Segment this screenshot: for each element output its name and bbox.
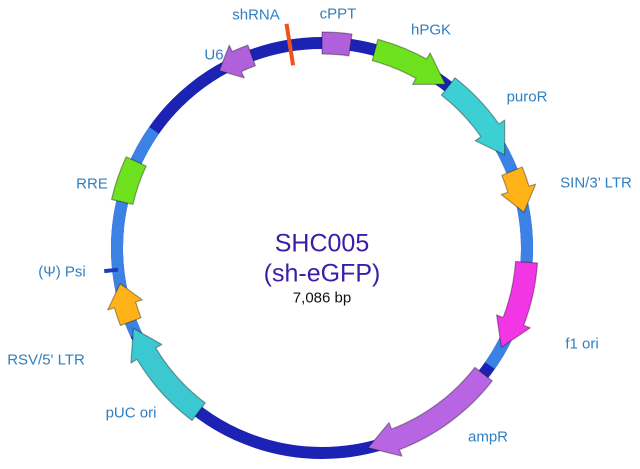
- label-ampr: ampR: [467, 428, 509, 446]
- label-psi: (Ψ) Psi: [38, 263, 86, 281]
- label-puc-ori: pUC ori: [105, 404, 157, 422]
- plasmid-size: 7,086 bp: [292, 289, 352, 307]
- feature-cppt-block: [321, 31, 353, 57]
- label-cppt: cPPT: [319, 5, 357, 23]
- label-u6: U6: [204, 46, 224, 64]
- plasmid-insert: (sh-eGFP): [263, 259, 381, 288]
- feature-u6-arrow: [218, 44, 257, 79]
- plasmid-name: SHC005: [274, 229, 370, 258]
- label-rsv-5-ltr: RSV/5' LTR: [7, 351, 85, 369]
- label-rre: RRE: [76, 175, 108, 193]
- feature-rsv-5-ltr-arrow: [107, 283, 143, 327]
- label-puror: puroR: [506, 88, 548, 106]
- label-f1-ori: f1 ori: [565, 335, 599, 353]
- label-sin-3-ltr: SIN/3’ LTR: [560, 174, 632, 192]
- feature-hpgk-arrow: [371, 38, 446, 86]
- feature-puc-ori-arrow: [130, 327, 206, 422]
- label-shrna: shRNA: [232, 6, 280, 24]
- psi-site-marker: [104, 267, 119, 274]
- feature-f1-ori-arrow: [495, 260, 539, 348]
- feature-puror-arrow: [440, 77, 506, 156]
- feature-rre-block: [110, 156, 147, 206]
- feature-ampr-arrow: [367, 366, 493, 457]
- shrna-site-marker: [284, 23, 296, 66]
- feature-sin-3-ltr-arrow: [500, 166, 537, 213]
- label-hpgk: hPGK: [410, 21, 452, 39]
